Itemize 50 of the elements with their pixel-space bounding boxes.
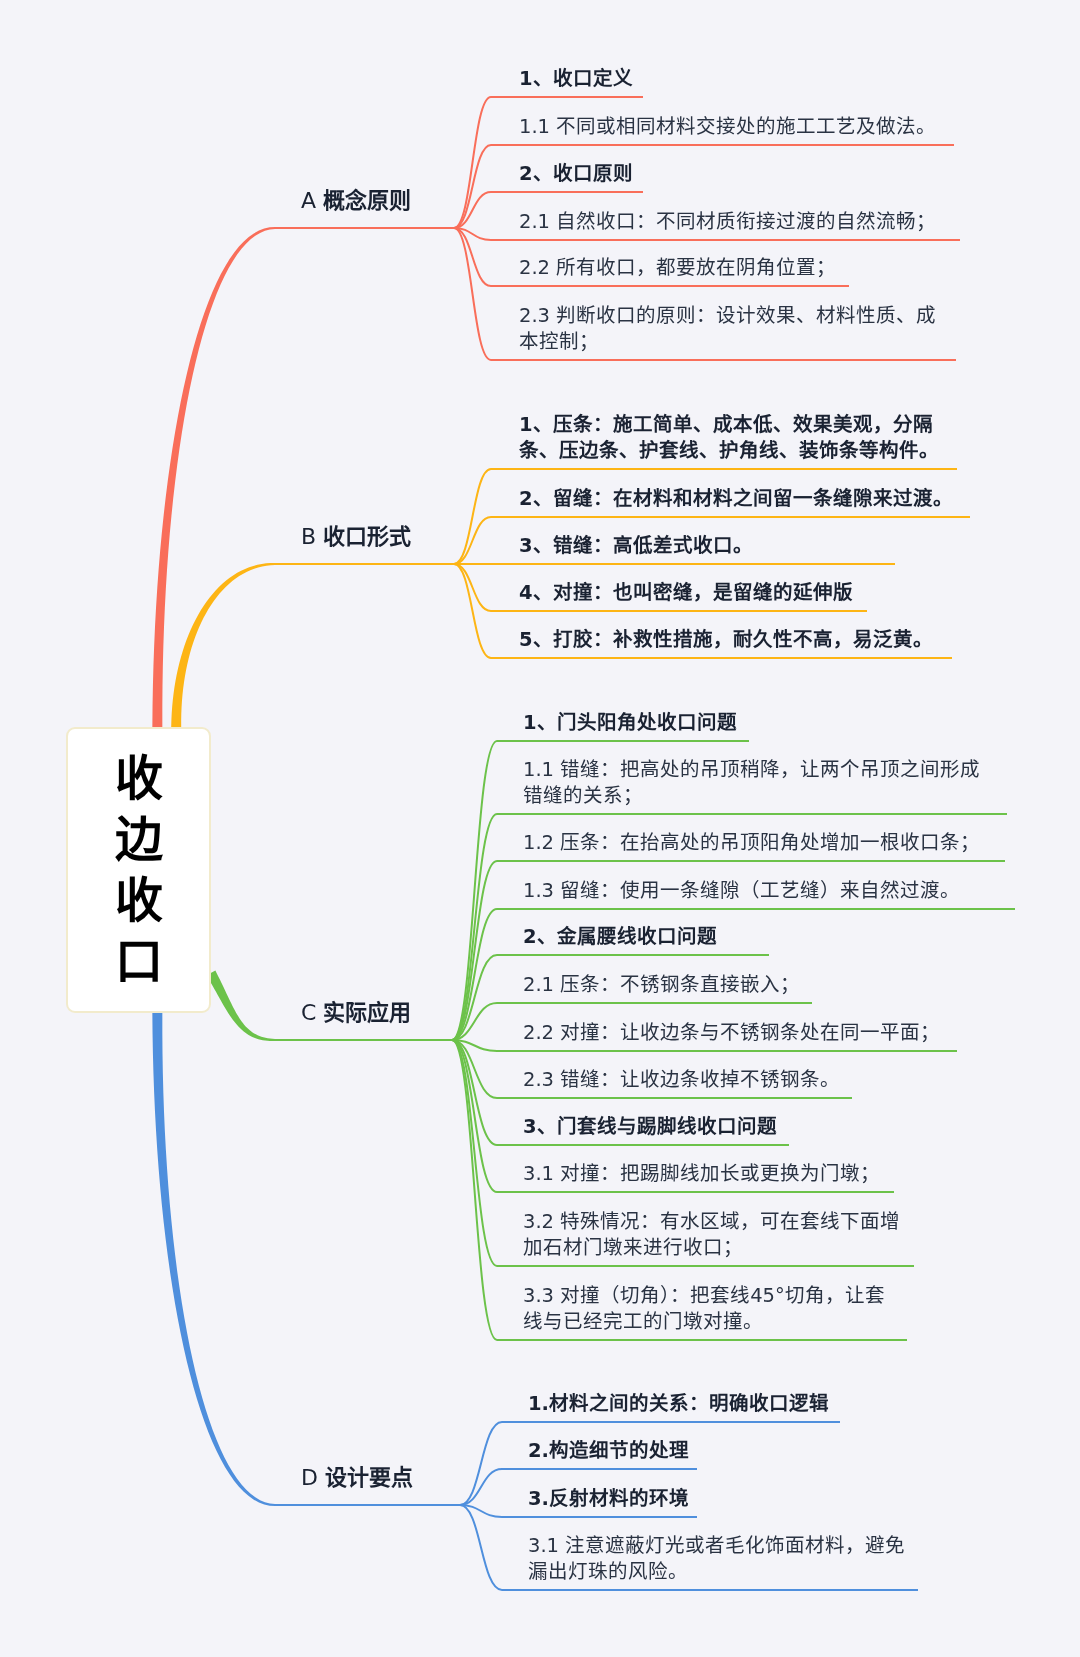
branch-line bbox=[171, 563, 275, 727]
subtopic: 2、收口原则 bbox=[491, 157, 643, 193]
connector-line bbox=[453, 563, 492, 612]
subtopic: 4、对撞：也叫密缝，是留缝的延伸版 bbox=[491, 576, 867, 612]
subtopic: 1.1 错缝：把高处的吊顶稍降，让两个吊顶之间形成错缝的关系； bbox=[497, 753, 1007, 815]
connector-line bbox=[459, 1504, 503, 1591]
connector-line bbox=[453, 563, 492, 659]
subtopic: 1、压条：施工简单、成本低、效果美观，分隔条、压边条、护套线、护角线、装饰条等构件。 bbox=[491, 408, 957, 470]
connector-line bbox=[459, 1421, 503, 1506]
subtopic: 1、收口定义 bbox=[491, 62, 643, 98]
subtopic: 5、打胶：补救性措施，耐久性不高，易泛黄。 bbox=[491, 623, 952, 659]
subtopic: 2.2 所有收口，都要放在阴角位置； bbox=[491, 251, 849, 287]
main-topic: C 实际应用 bbox=[275, 998, 452, 1041]
main-topic: B 收口形式 bbox=[275, 522, 454, 565]
subtopic: 3、错缝：高低差式收口。 bbox=[491, 529, 895, 565]
subtopic: 1.2 压条：在抬高处的吊顶阳角处增加一根收口条； bbox=[497, 826, 1005, 862]
subtopic: 3.2 特殊情况：有水区域，可在套线下面增加石材门墩来进行收口； bbox=[497, 1205, 914, 1267]
connector-line bbox=[459, 1504, 503, 1518]
subtopic: 1.1 不同或相同材料交接处的施工工艺及做法。 bbox=[491, 110, 954, 146]
connector-line bbox=[451, 740, 498, 1041]
subtopic: 2.1 自然收口：不同材质衔接过渡的自然流畅； bbox=[491, 205, 960, 241]
subtopic: 2、留缝：在材料和材料之间留一条缝隙来过渡。 bbox=[491, 482, 970, 518]
subtopic: 3.1 对撞：把踢脚线加长或更换为门墩； bbox=[497, 1157, 894, 1193]
subtopic: 1、门头阳角处收口问题 bbox=[497, 706, 749, 742]
connector-line bbox=[453, 227, 492, 361]
subtopic: 3.3 对撞（切角）：把套线45°切角，让套线与已经完工的门墩对撞。 bbox=[497, 1279, 907, 1341]
main-topic: D 设计要点 bbox=[275, 1463, 460, 1506]
central-topic-box bbox=[66, 727, 211, 1013]
subtopic: 2.3 错缝：让收边条收掉不锈钢条。 bbox=[497, 1063, 852, 1099]
subtopic: 1.3 留缝：使用一条缝隙（工艺缝）来自然过渡。 bbox=[497, 874, 1015, 910]
connector-line bbox=[453, 468, 492, 565]
connector-line bbox=[451, 1039, 498, 1267]
branch-line bbox=[152, 227, 275, 727]
connector-line bbox=[451, 1039, 498, 1146]
connector-line bbox=[453, 227, 492, 287]
subtopic: 2.2 对撞：让收边条与不锈钢条处在同一平面； bbox=[497, 1016, 957, 1052]
main-topic: A 概念原则 bbox=[275, 186, 454, 229]
subtopic: 2.3 判断收口的原则：设计效果、材料性质、成本控制； bbox=[491, 299, 956, 361]
subtopic: 2、金属腰线收口问题 bbox=[497, 920, 769, 956]
branch-line bbox=[152, 1013, 275, 1506]
subtopic: 2.构造细节的处理 bbox=[502, 1434, 697, 1470]
connector-line bbox=[453, 144, 492, 229]
central-topic-text: 收边收口 bbox=[114, 749, 163, 991]
connector-line bbox=[451, 1039, 498, 1341]
subtopic: 1.材料之间的关系：明确收口逻辑 bbox=[502, 1387, 840, 1423]
subtopic: 3.1 注意遮蔽灯光或者毛化饰面材料，避免漏出灯珠的风险。 bbox=[502, 1529, 918, 1591]
connector-line bbox=[451, 954, 498, 1041]
subtopic: 3、门套线与踢脚线收口问题 bbox=[497, 1110, 789, 1146]
subtopic: 3.反射材料的环境 bbox=[502, 1482, 697, 1518]
subtopic: 2.1 压条：不锈钢条直接嵌入； bbox=[497, 968, 812, 1004]
